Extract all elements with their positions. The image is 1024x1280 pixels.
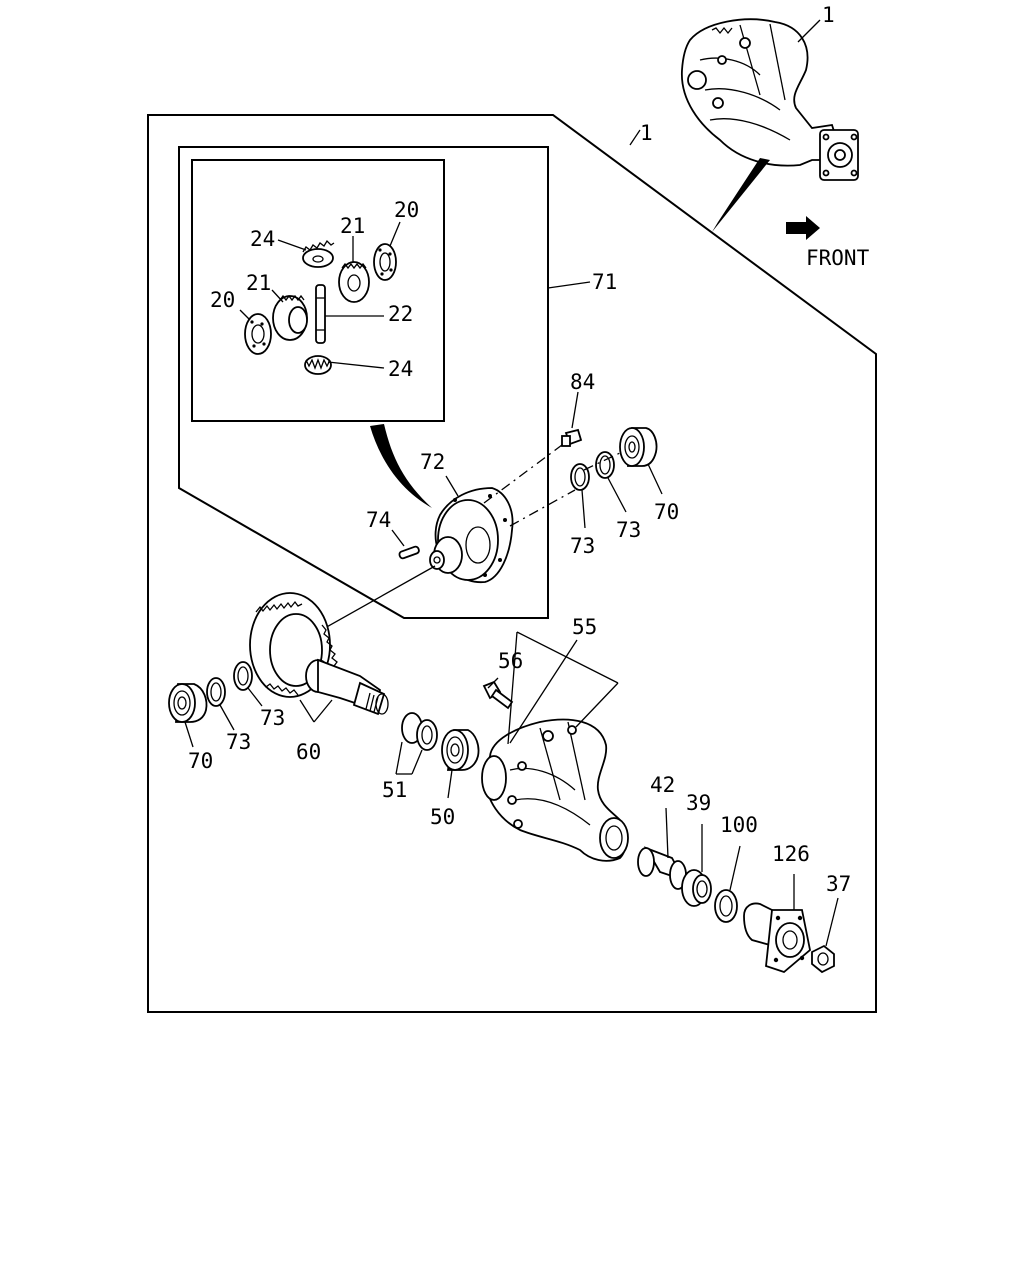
- callout-70-left: 70: [188, 749, 213, 773]
- spacer-51: [401, 712, 438, 751]
- callout-74: 74: [366, 508, 391, 532]
- complete-differential-assembly: [681, 18, 859, 181]
- callout-50: 50: [430, 805, 455, 829]
- bearing-39: [681, 869, 712, 907]
- callout-73-b: 73: [616, 518, 641, 542]
- collar-42: [637, 846, 687, 890]
- callout-73-d: 73: [260, 706, 285, 730]
- front-direction-arrow: [786, 216, 820, 240]
- differential-subframe: [178, 146, 549, 619]
- callout-22: 22: [388, 302, 413, 326]
- inset-pointer-arrow: [370, 424, 432, 508]
- callout-84: 84: [570, 370, 595, 394]
- view-pointer-arrow: [712, 158, 770, 232]
- callout-20-lower: 20: [210, 288, 235, 312]
- inset-parts: [244, 239, 397, 375]
- detail-inset-box: [191, 159, 445, 422]
- callout-1-top: 1: [822, 3, 835, 27]
- callout-37: 37: [826, 872, 851, 896]
- callout-126: 126: [772, 842, 810, 866]
- callout-24-lower: 24: [388, 357, 413, 381]
- nut-37: [811, 944, 835, 974]
- assembly-frame: [147, 114, 877, 1013]
- seal-100: [714, 889, 738, 923]
- pin-74: [398, 545, 420, 560]
- callout-20-upper: 20: [394, 198, 419, 222]
- callout-73-a: 73: [570, 534, 595, 558]
- bolt-84: [561, 428, 583, 447]
- shim-73-c: [206, 677, 226, 707]
- callout-51: 51: [382, 778, 407, 802]
- callout-100: 100: [720, 813, 758, 837]
- ring-and-pinion-gear: [249, 592, 389, 716]
- front-label: FRONT: [806, 246, 870, 270]
- callout-55: 55: [572, 615, 597, 639]
- bearing-70-left: [168, 683, 208, 723]
- callout-42: 42: [650, 773, 675, 797]
- callout-1-frame: 1: [640, 121, 653, 145]
- callout-21-lower: 21: [246, 271, 271, 295]
- shim-73-d: [233, 661, 253, 691]
- callout-72: 72: [420, 450, 445, 474]
- differential-case: [429, 487, 514, 583]
- callout-71: 71: [592, 270, 617, 294]
- callout-21-upper: 21: [340, 214, 365, 238]
- callout-60: 60: [296, 740, 321, 764]
- bearing-50: [441, 729, 480, 771]
- bolt-56: [482, 680, 514, 710]
- callout-56: 56: [498, 649, 523, 673]
- callout-70-right: 70: [654, 500, 679, 524]
- shim-73-a: [570, 463, 590, 491]
- callout-73-c: 73: [226, 730, 251, 754]
- bearing-70-right: [619, 427, 658, 467]
- carrier-housing-55: [481, 718, 629, 862]
- callout-39: 39: [686, 791, 711, 815]
- companion-flange-126: [743, 902, 811, 974]
- callout-24-upper: 24: [250, 227, 275, 251]
